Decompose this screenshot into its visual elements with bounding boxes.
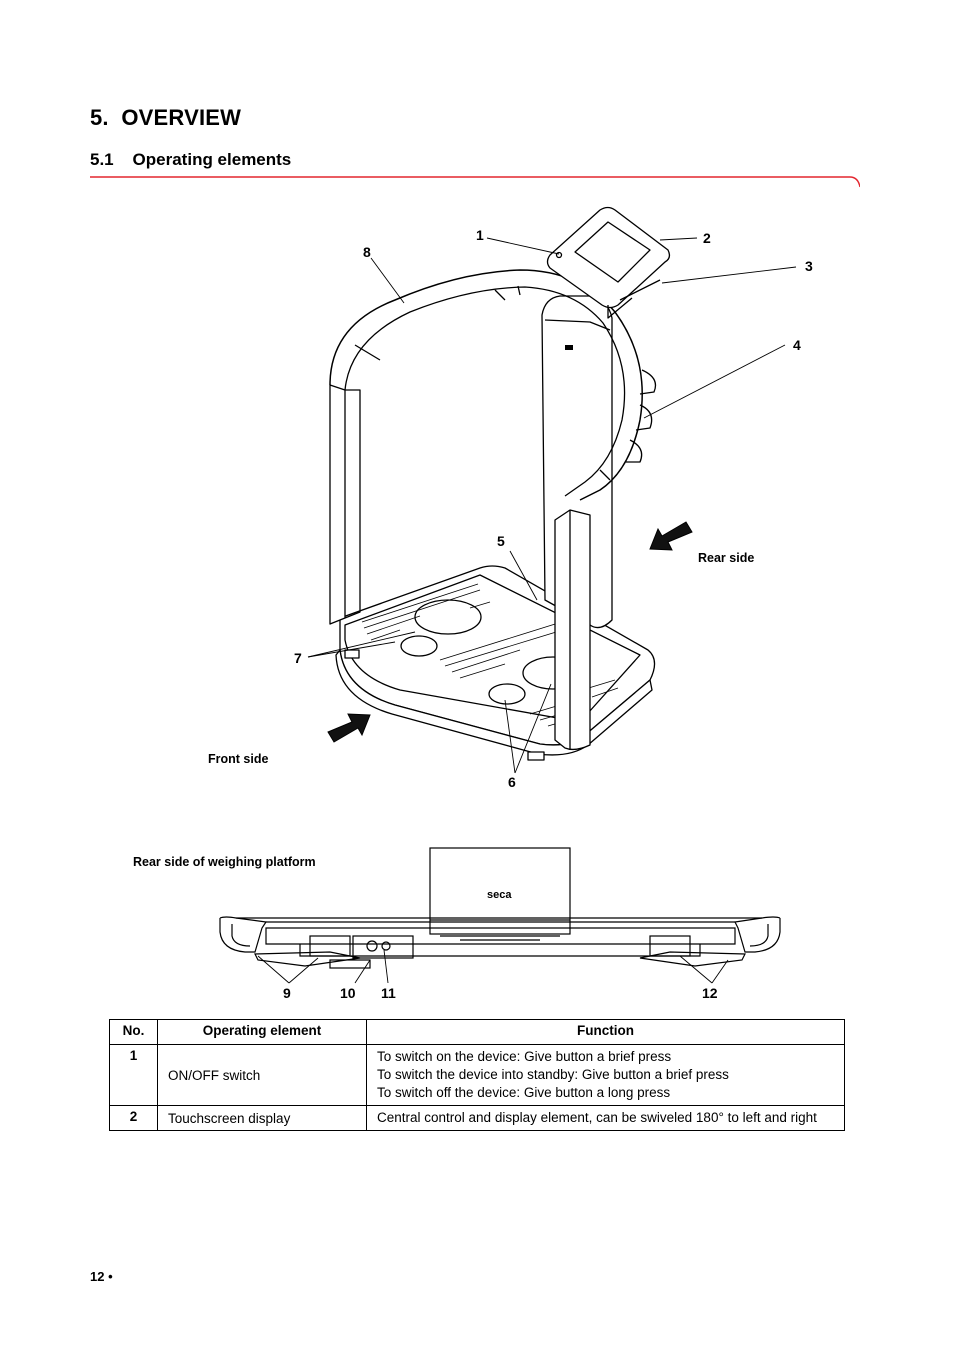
callout-9: 9 xyxy=(283,985,291,1001)
operating-elements-table: No. Operating element Function 1 ON/OFF … xyxy=(109,1019,845,1131)
callout-5: 5 xyxy=(497,533,505,549)
rear-platform-caption: Rear side of weighing platform xyxy=(133,855,316,869)
callout-7: 7 xyxy=(294,650,302,666)
touchscreen-head xyxy=(546,206,671,319)
header-function: Function xyxy=(366,1019,845,1045)
callout-6: 6 xyxy=(508,774,516,790)
callout-1: 1 xyxy=(476,227,484,243)
callout-2: 2 xyxy=(703,230,711,246)
front-arrow-icon xyxy=(327,713,371,743)
row-number: 2 xyxy=(109,1105,158,1131)
rear-arrow-icon xyxy=(649,521,693,551)
header-no: No. xyxy=(109,1019,158,1045)
row-element: Touchscreen display xyxy=(157,1105,367,1131)
row-element: ON/OFF switch xyxy=(157,1044,367,1106)
callout-3: 3 xyxy=(805,258,813,274)
function-line: To switch on the device: Give button a b… xyxy=(377,1049,672,1064)
function-line: To switch the device into standby: Give … xyxy=(377,1067,729,1082)
rear-platform-illustration: seca 9 10 11 12 xyxy=(219,847,781,1001)
header-operating-element: Operating element xyxy=(157,1019,367,1045)
chapter-number: 5. xyxy=(90,105,109,130)
row-function: Central control and display element, can… xyxy=(366,1105,845,1131)
brand-logo: seca xyxy=(487,889,512,901)
device-illustration: 1 2 3 4 5 6 7 8 Rear side Front side xyxy=(208,206,813,790)
callout-4: 4 xyxy=(793,337,801,353)
callout-11: 11 xyxy=(381,985,396,1001)
row-function: To switch on the device: Give button a b… xyxy=(366,1044,845,1106)
function-line: Central control and display element, can… xyxy=(377,1110,817,1125)
table-row: 2 Touchscreen display Central control an… xyxy=(109,1105,845,1131)
row-number: 1 xyxy=(109,1044,158,1106)
section-title-text: Operating elements xyxy=(132,150,292,169)
table-row: 1 ON/OFF switch To switch on the device:… xyxy=(109,1044,845,1106)
rear-side-label: Rear side xyxy=(698,551,754,565)
chapter-title-text: OVERVIEW xyxy=(121,105,242,130)
section-title: 5.1 Operating elements xyxy=(90,150,291,170)
callout-12: 12 xyxy=(702,985,718,1001)
callout-10: 10 xyxy=(340,985,356,1001)
front-side-label: Front side xyxy=(208,752,268,766)
table-header-row: No. Operating element Function xyxy=(109,1019,845,1045)
section-number: 5.1 xyxy=(90,150,114,169)
function-line: To switch off the device: Give button a … xyxy=(377,1085,671,1100)
chapter-title: 5. OVERVIEW xyxy=(90,105,241,131)
page-number: 12 • xyxy=(90,1269,113,1284)
callout-8: 8 xyxy=(363,244,371,260)
section-rule xyxy=(90,176,860,188)
